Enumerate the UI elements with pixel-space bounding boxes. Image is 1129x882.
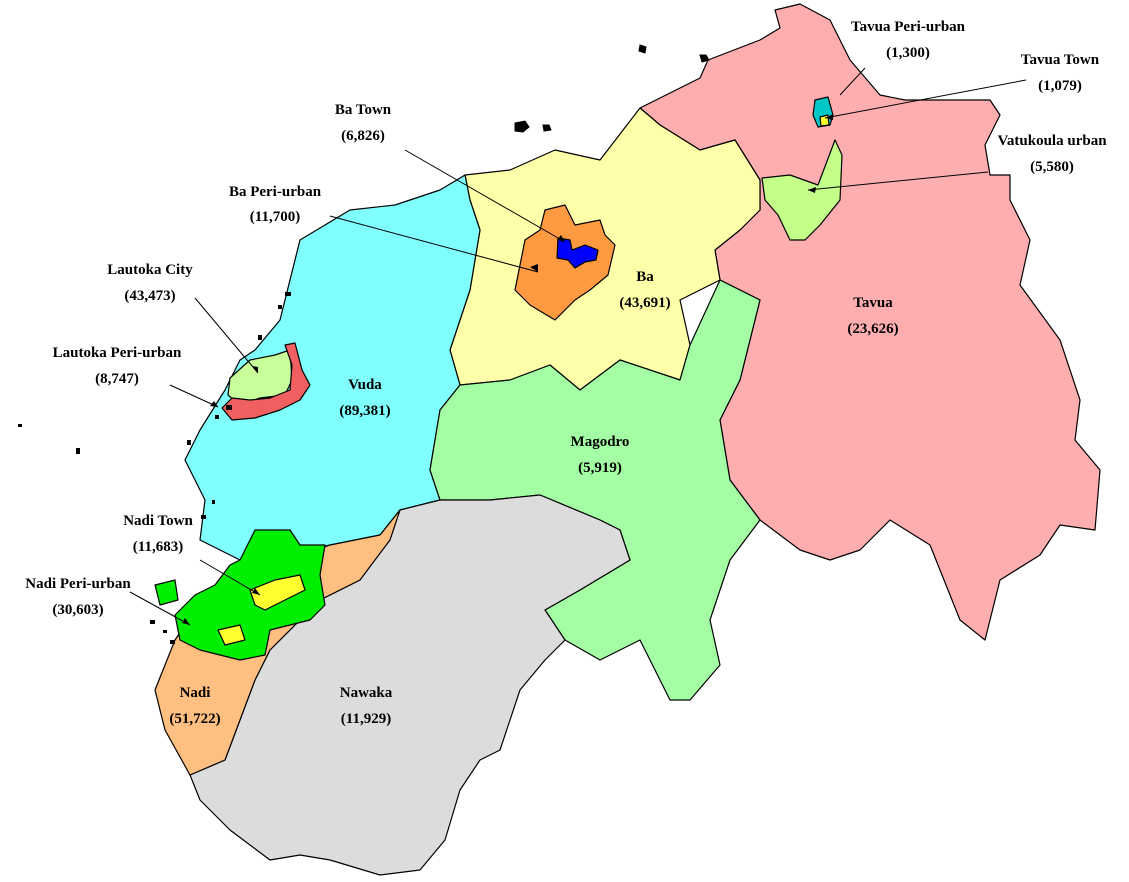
label-ba-value: (43,691) (619, 295, 670, 311)
label-ba-name: Ba (636, 269, 654, 285)
label-lautoka-city-name: Lautoka City (107, 262, 193, 278)
region-ba-peri-urban (514, 204, 616, 321)
label-tavua-town-name: Tavua Town (1021, 52, 1100, 68)
label-nawaka-value: (11,929) (341, 711, 391, 727)
label-nadi-name: Nadi (180, 685, 211, 701)
label-nadi-peri-urban-value: (30,603) (52, 602, 103, 618)
label-nadi-town-name: Nadi Town (123, 513, 193, 529)
region-ba-town (556, 237, 599, 269)
label-vuda-name: Vuda (348, 377, 382, 393)
region-nadi-town-south (217, 624, 246, 646)
label-vatukoula-urban-name: Vatukoula urban (997, 133, 1107, 149)
label-ba-peri-urban-value: (11,700) (250, 209, 300, 225)
map-labels: Ba Town (6,826) Ba Peri-urban (11,700) L… (25, 19, 1107, 727)
region-nadi-town (249, 574, 306, 611)
label-nadi-peri-urban-name: Nadi Peri-urban (25, 576, 131, 592)
label-tavua-name: Tavua (853, 295, 893, 311)
region-lautoka-peri-urban (221, 342, 311, 421)
region-nadi-peri-urban-west (154, 579, 179, 606)
label-lautoka-peri-urban-value: (8,747) (95, 371, 139, 387)
label-ba-town-name: Ba Town (335, 102, 392, 118)
label-vuda-value: (89,381) (339, 403, 390, 419)
label-lautoka-city-value: (43,473) (124, 288, 175, 304)
label-ba-peri-urban-name: Ba Peri-urban (229, 184, 322, 200)
label-lautoka-peri-urban-name: Lautoka Peri-urban (53, 345, 182, 361)
label-nadi-town-value: (11,683) (133, 539, 183, 555)
region-tavua-town (819, 114, 830, 127)
region-nadi-peri-urban (174, 529, 326, 661)
label-magodro-value: (5,919) (578, 460, 622, 476)
offshore-islands (18, 44, 710, 644)
leader-lines (129, 67, 1027, 626)
label-nawaka-name: Nawaka (340, 685, 393, 701)
label-vatukoula-urban-value: (5,580) (1030, 159, 1074, 175)
label-tavua-peri-urban-name: Tavua Peri-urban (851, 19, 966, 35)
label-tavua-town-value: (1,079) (1038, 78, 1082, 94)
label-tavua-value: (23,626) (847, 321, 898, 337)
label-magodro-name: Magodro (571, 434, 630, 450)
label-nadi-value: (51,722) (169, 711, 220, 727)
region-vatukoula-urban (761, 139, 843, 241)
label-ba-town-value: (6,826) (341, 128, 385, 144)
label-tavua-peri-urban-value: (1,300) (886, 45, 930, 61)
